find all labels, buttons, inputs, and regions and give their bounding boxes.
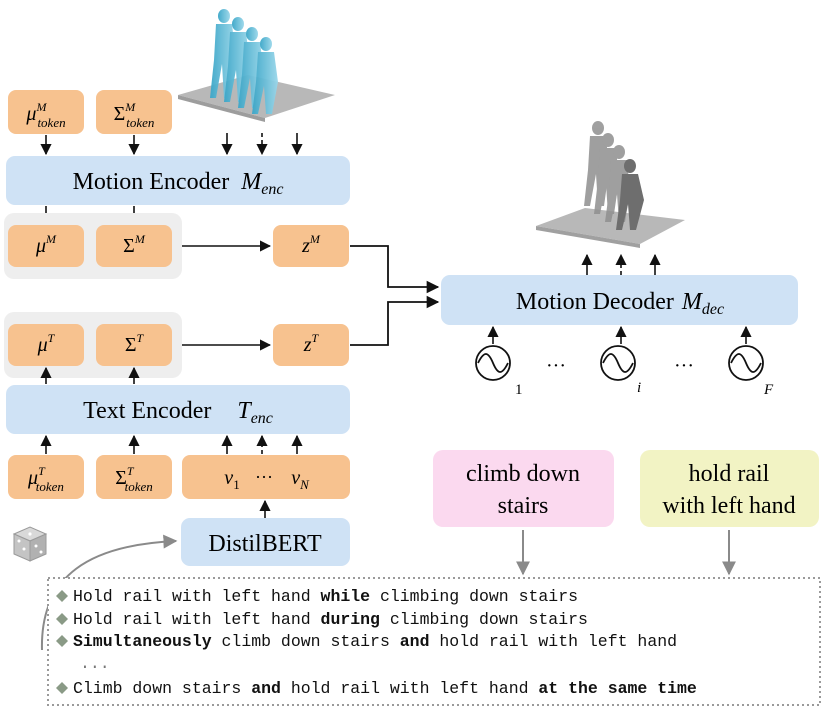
motion-figure-gray-icon: [536, 121, 685, 248]
sentence-fragment: and: [400, 632, 430, 651]
bullet-icon: [56, 682, 68, 694]
action-hold-line1: hold rail: [689, 461, 770, 487]
sinusoid-icon: [728, 345, 764, 381]
sentence-fragment: ...: [80, 654, 110, 673]
decoder-output-arrows: [581, 253, 661, 275]
text-encoder-box: [6, 385, 350, 434]
motion-encoder-box: [6, 156, 350, 205]
action-hold-line2: with left hand: [662, 493, 795, 519]
motion-mu-token-box: [8, 90, 84, 134]
sentence-fragment: during: [321, 610, 380, 629]
z-m-label: zM: [301, 232, 321, 257]
pe-ellipsis-right: ···: [674, 355, 694, 377]
sentence-fragment: while: [321, 587, 371, 606]
pe-1-sub: 1: [515, 382, 523, 398]
sentence-to-distilbert-arrow: [40, 534, 178, 651]
sigma-m-box: [96, 225, 172, 267]
motion-encoder-input-arrows: [40, 133, 303, 156]
action-box-hold: [640, 450, 819, 527]
sentence-fragment: Climb down stairs: [73, 679, 251, 698]
z-t-label: zT: [303, 331, 320, 356]
sentence-item: Simultaneously climb down stairs and hol…: [73, 632, 677, 651]
z-m-box: [273, 225, 349, 267]
sentence-list: Hold rail with left hand while climbing …: [56, 587, 697, 698]
pe-i-sub: i: [637, 380, 641, 396]
action-climb-line2: stairs: [498, 493, 549, 519]
dice-icon: [12, 526, 48, 562]
pe-ellipsis-left: ···: [546, 355, 566, 377]
sentence-fragment: and: [251, 679, 281, 698]
mu-m-label: μM: [35, 232, 57, 257]
text-encoder-output-arrows: [40, 366, 140, 384]
distilbert-label: DistilBERT: [208, 531, 322, 557]
sentence-fragment: Simultaneously: [73, 632, 212, 651]
word-embeddings-box: [182, 455, 350, 499]
sentence-item: Climb down stairs and hold rail with lef…: [73, 679, 697, 698]
sentence-fragment: at the same time: [538, 679, 697, 698]
latent-to-decoder-arrows: [350, 245, 440, 346]
bullet-icon: [56, 590, 68, 602]
mu-m-box: [8, 225, 84, 267]
sigma-t-label: ΣT: [125, 331, 145, 356]
motion-figure-blue-icon: [178, 9, 335, 122]
v1-label: v1: [224, 467, 239, 492]
pe-F-sub: F: [763, 382, 774, 398]
sinusoid-icon: [600, 345, 636, 381]
sentence-fragment: hold rail with left hand: [281, 679, 538, 698]
sentence-item: ...: [80, 654, 110, 673]
action-box-climb: [433, 450, 614, 527]
vn-label: vN: [291, 467, 310, 492]
sentence-list-box: [47, 577, 821, 706]
sentence-item: Hold rail with left hand while climbing …: [73, 587, 578, 606]
sinusoid-icon: [475, 345, 511, 381]
action-climb-line1: climb down: [466, 461, 580, 487]
sentence-fragment: climb down stairs: [212, 632, 400, 651]
text-mu-token-box: [8, 455, 84, 499]
sentence-fragment: climbing down stairs: [370, 587, 578, 606]
sentence-item: Hold rail with left hand during climbing…: [73, 610, 588, 629]
z-t-box: [273, 324, 349, 366]
motion-decoder-box: [441, 275, 798, 325]
distilbert-box: [181, 518, 350, 566]
motion-sigma-token-box: [96, 90, 172, 134]
bullet-icon: [56, 635, 68, 647]
mu-t-box: [8, 324, 84, 366]
text-sigma-token-box: [96, 455, 172, 499]
sigma-t-box: [96, 324, 172, 366]
embeddings-ellipsis: ···: [255, 467, 273, 487]
sentence-fragment: Hold rail with left hand: [73, 610, 321, 629]
decoder-input-arrows: [487, 325, 752, 344]
sentence-fragment: Hold rail with left hand: [73, 587, 321, 606]
sentence-fragment: climbing down stairs: [380, 610, 588, 629]
mu-t-label: μT: [37, 331, 56, 356]
text-encoder-input-arrows: [40, 434, 303, 454]
sigma-m-label: ΣM: [123, 232, 146, 257]
bullet-icon: [56, 613, 68, 625]
sentence-fragment: hold rail with left hand: [429, 632, 677, 651]
